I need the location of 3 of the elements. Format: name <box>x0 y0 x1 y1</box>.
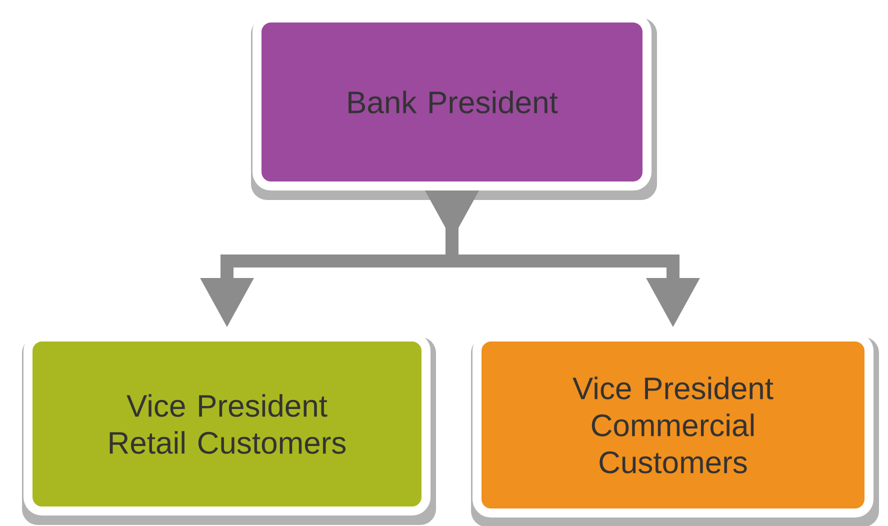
org-box: Vice President Commercial Customers <box>471 332 879 526</box>
org-box: Bank President <box>251 14 657 200</box>
org-box: Vice President Retail Customers <box>22 332 436 525</box>
